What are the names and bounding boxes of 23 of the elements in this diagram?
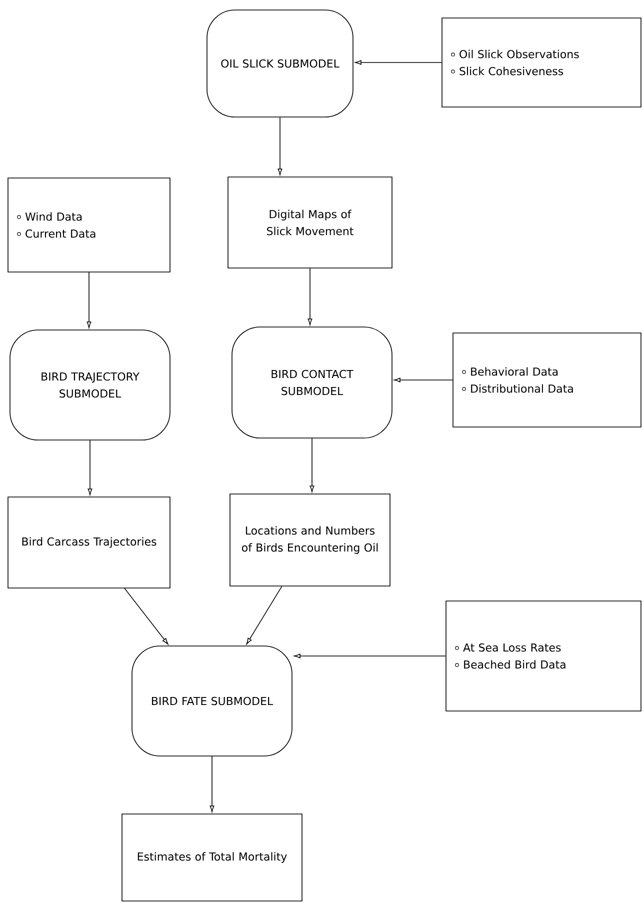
arrow [86,272,92,328]
arrow [354,60,442,65]
submodel-box: BIRD CONTACT SUBMODEL [232,326,392,438]
submodel-box: BIRD TRAJECTORY SUBMODEL [10,330,170,440]
output-box: Bird Carcass Trajectories [8,496,170,588]
input-box: Behavioral Data Distributional Data [452,332,642,428]
submodel-box: OIL SLICK SUBMODEL [206,10,354,118]
output-box: Digital Maps of Slick Movement [228,176,392,268]
arrow [278,117,282,176]
input-box: At Sea Loss Rates Beached Bird Data [446,600,642,712]
output-box: Locations and Numbers of Birds Encountering Oil [230,494,390,586]
arrow [294,654,446,658]
arrow [88,440,92,496]
arrow [210,756,214,812]
arrow [308,268,312,326]
arrow [124,588,168,644]
input-box: Wind Data Current Data [8,178,170,272]
submodel-box: BIRD FATE SUBMODEL [132,646,292,756]
output-box: Estimates of Total Mortality [122,814,302,902]
input-box: Oil Slick Observations Slick Cohesiveness [442,18,642,108]
arrow [394,378,453,382]
arrow [246,586,282,644]
arrow [310,438,314,492]
